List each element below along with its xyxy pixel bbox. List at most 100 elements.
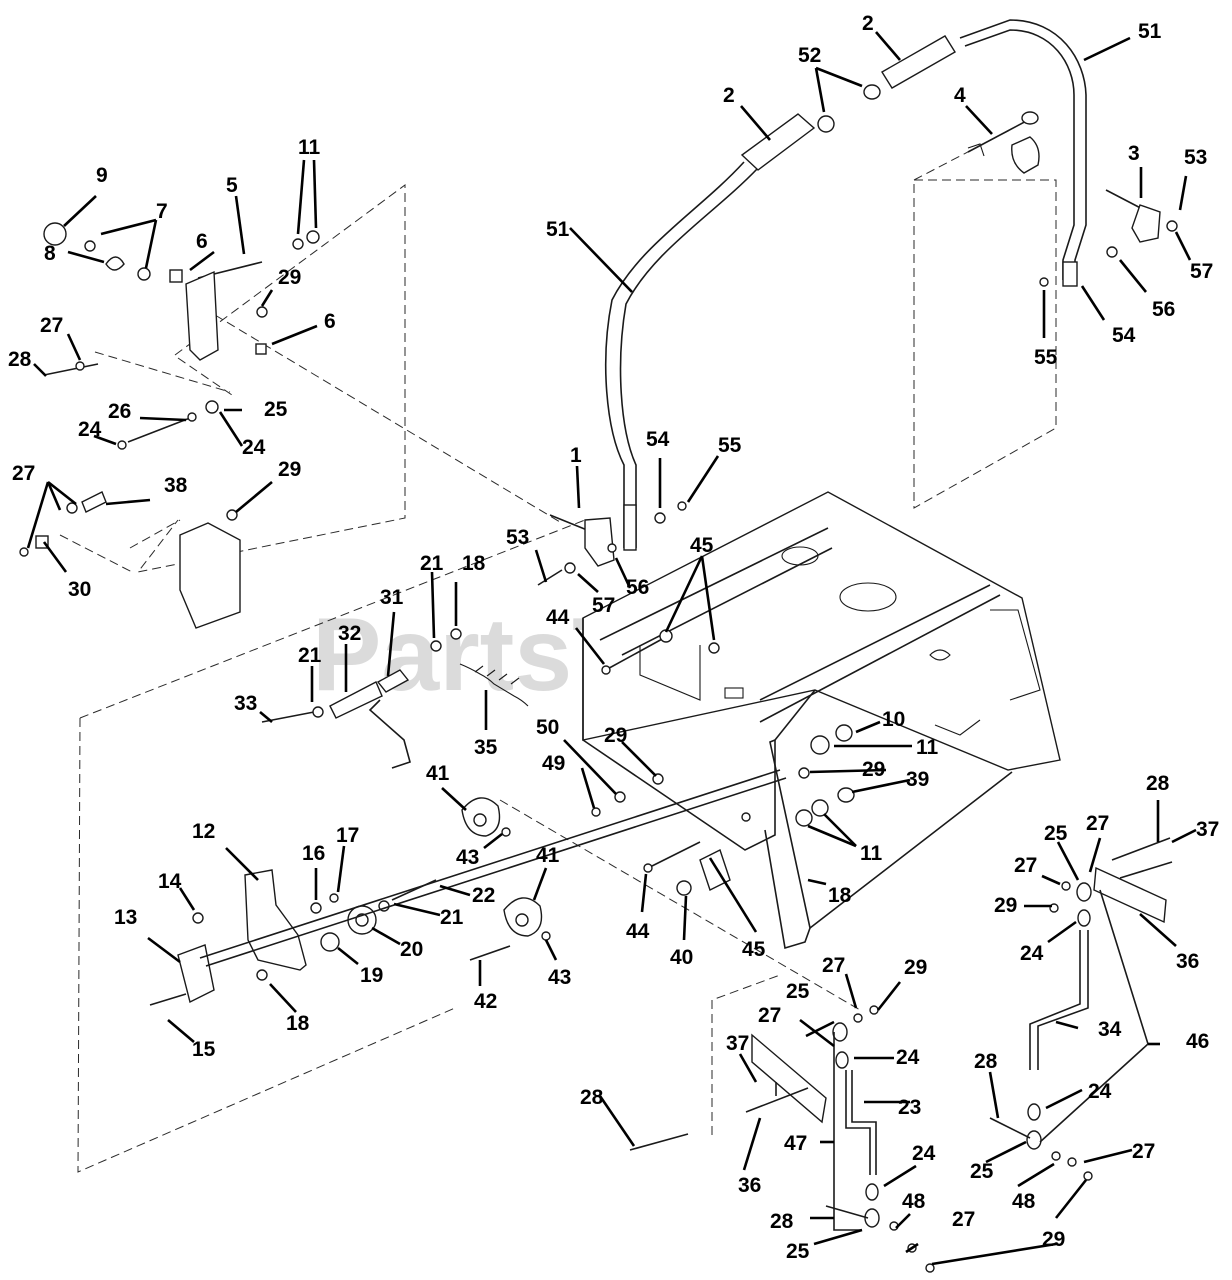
- callout-24-d: 24: [912, 1142, 936, 1165]
- callout-28-a: 28: [8, 348, 32, 371]
- callout-14: 14: [158, 870, 182, 893]
- callout-6-lower: 6: [324, 310, 336, 333]
- callout-27-d: 27: [1014, 854, 1037, 877]
- callout-38: 38: [164, 474, 188, 497]
- callout-55-center: 55: [718, 434, 742, 457]
- callout-13: 13: [114, 906, 137, 929]
- callout-4: 4: [954, 84, 966, 107]
- callout-19: 19: [360, 964, 383, 987]
- frame-hardware: [591, 724, 855, 827]
- callout-49: 49: [542, 752, 565, 775]
- callout-39: 39: [906, 768, 929, 791]
- callout-25-e: 25: [786, 1240, 810, 1263]
- callout-48-right: 48: [1012, 1190, 1036, 1213]
- callout-9: 9: [96, 164, 108, 187]
- callout-28-c: 28: [580, 1086, 604, 1109]
- callout-24-b: 24: [78, 418, 102, 441]
- callout-2-lower: 2: [723, 84, 735, 107]
- callout-25-b: 25: [1044, 822, 1068, 845]
- callout-43-lower: 43: [548, 966, 571, 989]
- callout-46: 46: [1186, 1030, 1209, 1053]
- callout-27-c: 27: [1086, 812, 1109, 835]
- callout-28-b: 28: [1146, 772, 1170, 795]
- callout-24-f: 24: [1088, 1080, 1112, 1103]
- callout-44-upper: 44: [546, 606, 570, 629]
- callout-54-right: 54: [1112, 324, 1136, 347]
- rod-44-45: [601, 629, 720, 675]
- callout-29-e: 29: [994, 894, 1017, 917]
- callout-27-h: 27: [952, 1208, 975, 1231]
- callout-8: 8: [44, 242, 56, 265]
- lower-center-linkage: [629, 1005, 935, 1273]
- callout-45-upper: 45: [690, 534, 714, 557]
- callout-2-upper: 2: [862, 12, 874, 35]
- callout-44-lower: 44: [626, 920, 650, 943]
- callout-24-a: 24: [242, 436, 266, 459]
- callout-27-a: 27: [40, 314, 63, 337]
- handle-right-51: [959, 19, 1087, 280]
- callout-28-e: 28: [770, 1210, 794, 1233]
- callout-26: 26: [108, 400, 131, 423]
- callout-43-upper: 43: [456, 846, 479, 869]
- callout-25-a: 25: [264, 398, 288, 421]
- callout-37-center: 37: [726, 1032, 749, 1055]
- callout-15: 15: [192, 1038, 216, 1061]
- callout-28-d: 28: [974, 1050, 998, 1073]
- callout-37-right: 37: [1196, 818, 1219, 841]
- callout-34: 34: [1098, 1018, 1122, 1041]
- handle-left-51: [604, 161, 759, 551]
- callout-53-center: 53: [506, 526, 529, 549]
- callout-51-left: 51: [546, 218, 570, 241]
- callout-25-c: 25: [786, 980, 810, 1003]
- callout-36-right: 36: [1176, 950, 1199, 973]
- callout-21-top: 21: [420, 552, 444, 575]
- callout-18-right: 18: [828, 884, 852, 907]
- callout-27-f: 27: [822, 954, 845, 977]
- callout-5: 5: [226, 174, 238, 197]
- plugs-52: [817, 84, 881, 133]
- callout-18-bottom: 18: [286, 1012, 310, 1035]
- top-right-assembly: [967, 111, 1178, 287]
- callout-27-b: 27: [12, 462, 35, 485]
- callout-29-f: 29: [904, 956, 927, 979]
- callout-27-g: 27: [1132, 1140, 1155, 1163]
- callout-29-b: 29: [278, 458, 301, 481]
- callout-32: 32: [338, 622, 361, 645]
- callout-27-e: 27: [758, 1004, 781, 1027]
- callout-22: 22: [472, 884, 495, 907]
- callout-42: 42: [474, 990, 497, 1013]
- center-bracket-1: [537, 501, 687, 586]
- callout-31: 31: [380, 586, 404, 609]
- callout-17: 17: [336, 824, 359, 847]
- callout-55-right: 55: [1034, 346, 1058, 369]
- lever-assembly: [261, 628, 529, 769]
- callout-48-center: 48: [902, 1190, 926, 1213]
- callout-29-g: 29: [1042, 1228, 1065, 1251]
- callout-36-center: 36: [738, 1174, 761, 1197]
- callout-50: 50: [536, 716, 559, 739]
- callout-52: 52: [798, 44, 821, 67]
- callout-1: 1: [570, 444, 582, 467]
- callout-11-frame: 11: [916, 736, 939, 759]
- callout-35: 35: [474, 736, 498, 759]
- callout-30: 30: [68, 578, 91, 601]
- callout-54-center: 54: [646, 428, 670, 451]
- callout-29-d: 29: [862, 758, 885, 781]
- top-left-assembly: [43, 222, 320, 361]
- callout-57-right: 57: [1190, 260, 1213, 283]
- callout-57-center: 57: [592, 594, 615, 617]
- lower-right-linkage: [989, 837, 1173, 1181]
- callout-25-d: 25: [970, 1160, 994, 1183]
- callout-24-c: 24: [896, 1046, 920, 1069]
- callout-11-top: 11: [298, 136, 321, 159]
- callout-20: 20: [400, 938, 423, 961]
- callout-18-top: 18: [462, 552, 486, 575]
- callout-56-right: 56: [1152, 298, 1175, 321]
- lower-assembly: [149, 769, 787, 1006]
- callout-labels: 1 2 2 3 4 5 6 6 7 8 9 10 11 11 11 12 13 …: [8, 12, 1219, 1263]
- callout-41-lower: 41: [536, 844, 560, 867]
- callout-3: 3: [1128, 142, 1140, 165]
- callout-53-right: 53: [1184, 146, 1207, 169]
- callout-21-mid: 21: [298, 644, 322, 667]
